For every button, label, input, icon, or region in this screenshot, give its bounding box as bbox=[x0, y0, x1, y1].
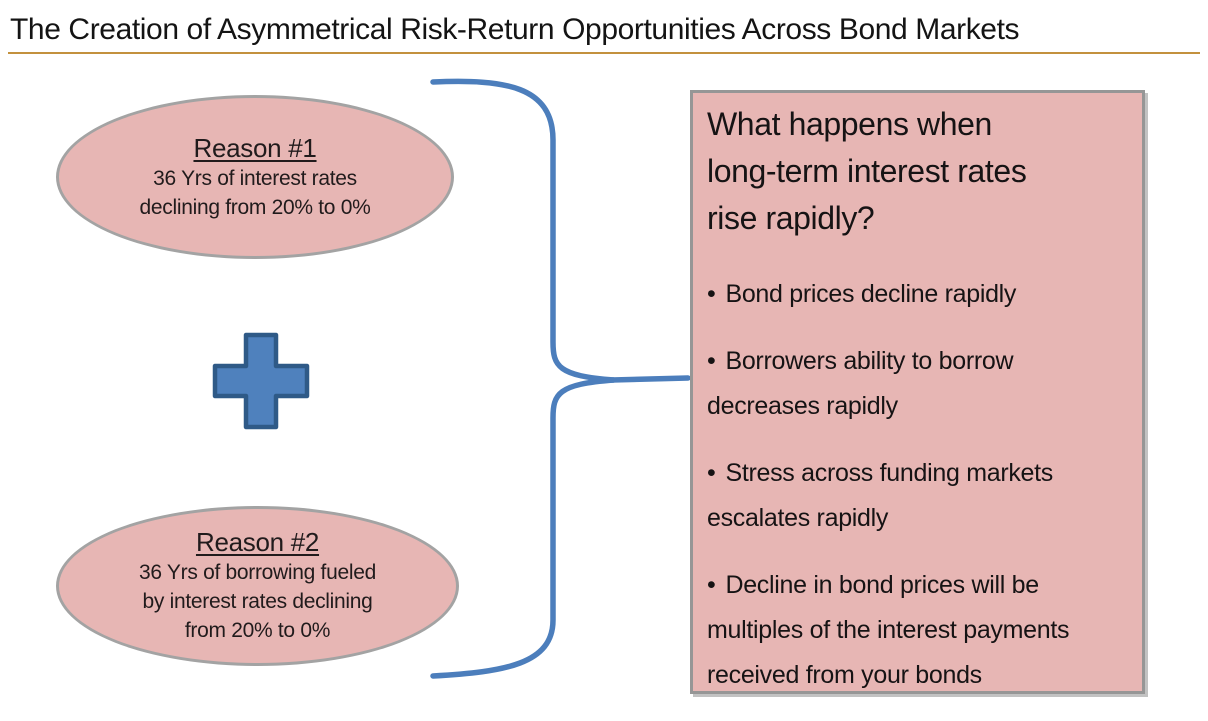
reason-1-line: declining from 20% to 0% bbox=[139, 195, 371, 219]
bullet-marker: • bbox=[707, 280, 716, 308]
bullet-item: •Borrowers ability to borrow decreases r… bbox=[707, 339, 1128, 429]
result-box-heading-line: long-term interest rates bbox=[707, 153, 1027, 189]
right-curly-brace bbox=[430, 78, 615, 679]
reason-2-ellipse: Reason #2 36 Yrs of borrowing fueled by … bbox=[56, 506, 459, 666]
plus-icon bbox=[212, 332, 310, 430]
bullet-text: Borrowers ability to borrow decreases ra… bbox=[707, 347, 1014, 420]
reason-2-line: 36 Yrs of borrowing fueled bbox=[139, 561, 376, 584]
bullet-item: •Stress across funding markets escalates… bbox=[707, 451, 1128, 541]
page-title: The Creation of Asymmetrical Risk-Return… bbox=[10, 13, 1020, 46]
bullet-marker: • bbox=[707, 571, 716, 599]
bullet-item: •Decline in bond prices will be multiple… bbox=[707, 563, 1128, 698]
bullet-text: Decline in bond prices will be multiples… bbox=[707, 571, 1070, 689]
reason-2-heading: Reason #2 bbox=[195, 527, 320, 557]
reason-1-line: 36 Yrs of interest rates bbox=[153, 166, 357, 190]
bullet-item: • Bond prices decline rapidly bbox=[707, 272, 1128, 317]
reason-2-line: from 20% to 0% bbox=[184, 619, 331, 642]
result-box-heading: What happens when long-term interest rat… bbox=[707, 101, 1128, 242]
brace-to-box-connector-line bbox=[609, 375, 691, 383]
bullet-marker: • bbox=[707, 459, 716, 487]
result-box-heading-line: rise rapidly? bbox=[707, 200, 875, 236]
result-box: What happens when long-term interest rat… bbox=[690, 90, 1145, 694]
reason-1-ellipse: Reason #1 36 Yrs of interest rates decli… bbox=[56, 95, 454, 259]
reason-1-heading: Reason #1 bbox=[193, 132, 317, 163]
result-box-heading-line: What happens when bbox=[707, 106, 992, 142]
reason-2-line: by interest rates declining bbox=[142, 590, 373, 613]
bullet-text: Bond prices decline rapidly bbox=[725, 280, 1017, 308]
title-underline-rule bbox=[8, 52, 1200, 54]
bullet-marker: • bbox=[707, 347, 716, 375]
bullet-text: Stress across funding markets escalates … bbox=[707, 459, 1053, 532]
